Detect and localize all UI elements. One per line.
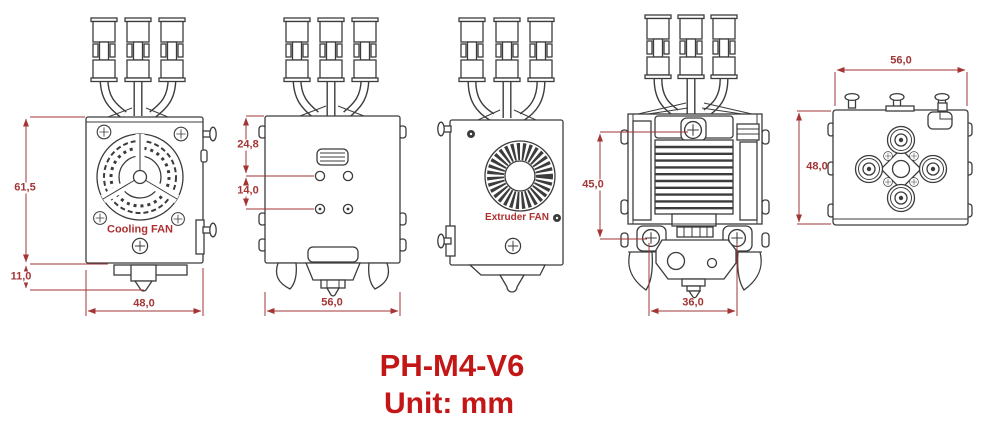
dim-top-depth-label: 48,0 (806, 160, 828, 173)
side-screw-icon (202, 222, 217, 238)
heatsink-fins-icon (654, 139, 734, 215)
dimension-lines (23, 67, 968, 316)
dim-screw-spacing-label: 36,0 (682, 296, 704, 309)
cooling-fan-caption: Cooling FAN (107, 223, 173, 236)
filament-ports-icon (854, 125, 948, 213)
dim-nozzle-height-label: 11,0 (8, 270, 34, 283)
dim-top-to-hole-label: 24,8 (235, 138, 261, 151)
extruder-fan-caption: Extruder FAN (485, 212, 549, 223)
nozzle-icon (687, 290, 702, 299)
dim-screw-height-label: 45,0 (580, 178, 606, 191)
view-carriage-heatsink-drawing (620, 14, 770, 299)
view-top-drawing (827, 92, 973, 226)
cooling-fan-icon (96, 133, 184, 221)
vent-slot-icon (316, 148, 349, 166)
dim-side-width-label: 56,0 (321, 296, 343, 309)
side-screw-icon (437, 121, 452, 137)
view-back-extruder-drawing (437, 17, 564, 293)
extruder-fan-icon (484, 140, 556, 212)
screw-icon (504, 237, 522, 255)
nozzle-icon (325, 287, 341, 297)
port-cylinder-icon (854, 125, 948, 213)
model-title: PH-M4-V6 (379, 348, 525, 383)
unit-note: Unit: mm (384, 387, 514, 420)
carriage-screw-icon (641, 228, 661, 248)
dim-hole-spacing-label: 14,0 (235, 184, 261, 197)
side-screw-icon (202, 126, 217, 142)
dim-body-height-label: 61,5 (12, 181, 38, 194)
top-screw-icon (683, 120, 703, 140)
dim-front-width-label: 48,0 (133, 297, 155, 310)
mount-hole-icon (314, 170, 354, 215)
dim-top-width-label: 56,0 (890, 54, 912, 67)
nozzle-icon (498, 274, 526, 293)
top-view-screw-icon (844, 92, 860, 109)
view-side-drawing (258, 17, 407, 297)
view-front-cooling-drawing (85, 17, 217, 292)
